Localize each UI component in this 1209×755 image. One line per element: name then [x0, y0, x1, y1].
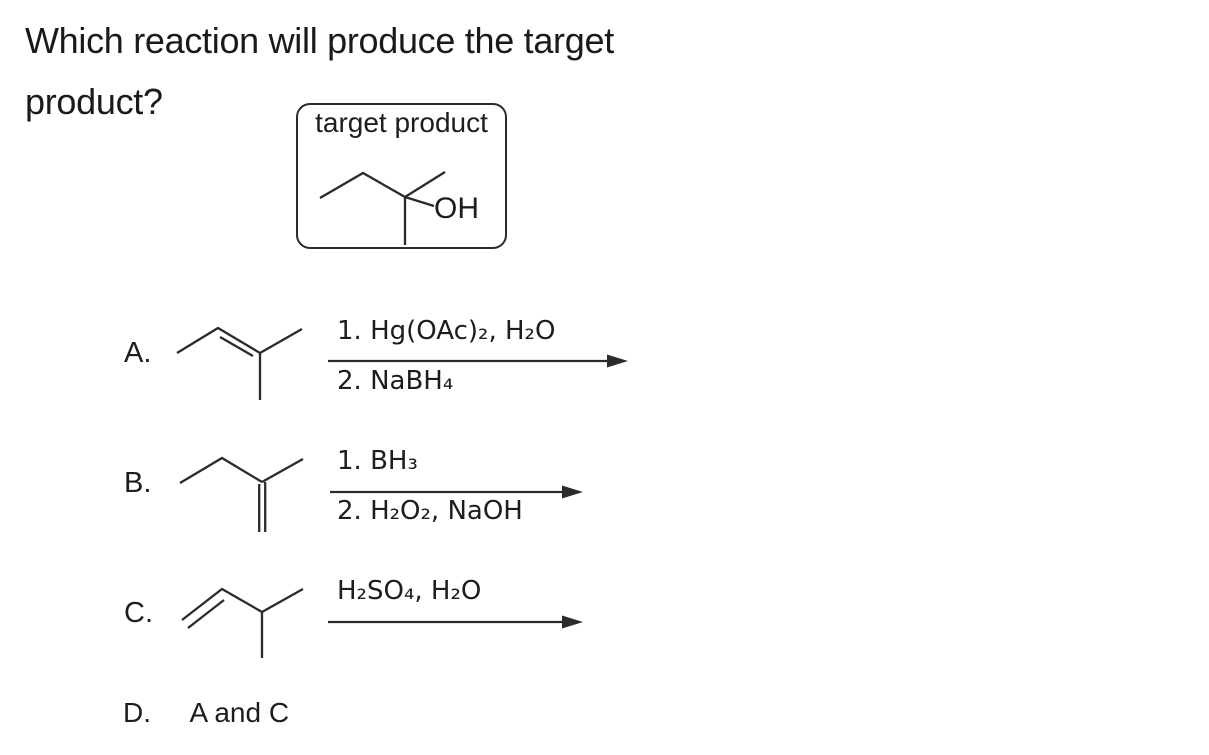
option-c-reagent: H₂SO₄, H₂O [337, 576, 482, 606]
target-product-label: target product [315, 107, 488, 138]
option-b-reagent-step-2: 2. H₂O₂, NaOH [337, 496, 523, 526]
option-b-molecule [179, 456, 304, 532]
option-c-letter[interactable]: C. [124, 597, 153, 629]
reaction-arrow-c [328, 615, 583, 629]
option-a-letter[interactable]: A. [124, 337, 152, 369]
option-d-row[interactable]: D. A and C [123, 697, 383, 729]
option-a-reagent-step-1: 1. Hg(OAc)₂, H₂O [337, 316, 556, 346]
target-hydroxyl-label: OH [434, 192, 479, 225]
option-d-text: A and C [189, 697, 290, 728]
option-c-molecule [181, 587, 304, 658]
question-line-1: Which reaction will produce the target [25, 20, 614, 61]
option-d-letter: D. [123, 697, 151, 728]
option-a-molecule [176, 326, 303, 400]
option-a-reagent-step-2: 2. NaBH₄ [337, 366, 454, 396]
question-text: Which reaction will produce the target p… [25, 10, 614, 132]
option-b-letter[interactable]: B. [124, 467, 152, 499]
target-product-box: target product [296, 103, 507, 249]
option-b-reagent-step-1: 1. BH₃ [337, 446, 418, 476]
question-line-2: product? [25, 81, 163, 122]
